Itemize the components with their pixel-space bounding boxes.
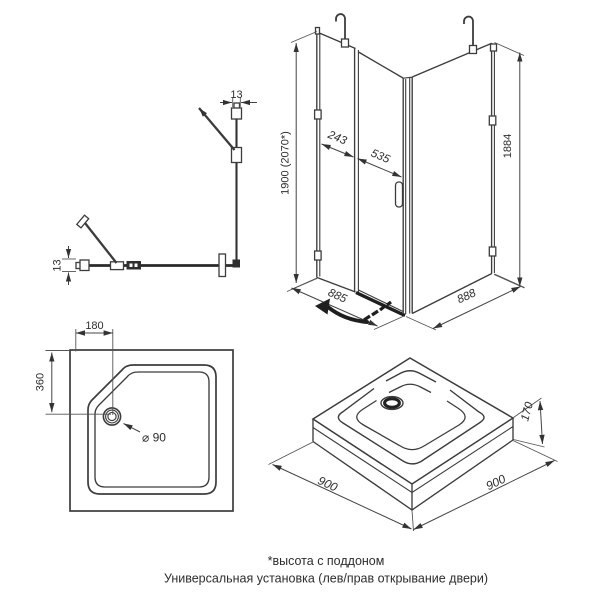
glass-clamp bbox=[313, 250, 322, 261]
drain bbox=[102, 407, 122, 426]
dim-door-width-label: 535 bbox=[369, 147, 392, 166]
tray-iso-drain bbox=[380, 395, 404, 411]
tray-top-face bbox=[311, 357, 515, 485]
dim-tray-height-label: 170 bbox=[519, 400, 536, 422]
plan-door-pivot-profile bbox=[218, 253, 227, 278]
door-handle bbox=[394, 181, 404, 208]
plan-hinge-slit bbox=[129, 263, 133, 267]
tray-outline bbox=[69, 349, 234, 512]
height-footnote: *высота с поддоном bbox=[268, 554, 385, 568]
dimension-wall-888: 888 bbox=[405, 274, 525, 331]
plan-dimension-left-13: 13 bbox=[52, 246, 76, 285]
dim-drain-diameter-label: ⌀ 90 bbox=[142, 431, 166, 445]
top-corner-clamp bbox=[489, 43, 498, 52]
plan-dim-top-label: 13 bbox=[230, 89, 242, 101]
dimension-height-1900: 1900 (2070*) bbox=[280, 31, 318, 290]
plan-support-bar-left bbox=[84, 222, 118, 264]
tray-iso-inner-rim bbox=[337, 370, 485, 465]
glass-clamp bbox=[488, 115, 497, 126]
door-sill bbox=[355, 290, 406, 318]
plan-left-profile bbox=[79, 259, 90, 272]
dim-height-total-label: 1900 (2070*) bbox=[280, 131, 292, 195]
dimension-fixed-243: 243 bbox=[321, 129, 354, 158]
plan-dimension-top-13: 13 bbox=[220, 89, 257, 107]
wall-bracket-right bbox=[463, 15, 478, 55]
plan-top-profile bbox=[230, 107, 243, 120]
fixed-side-panel bbox=[313, 26, 356, 293]
universal-installation-footnote: Универсальная установка (лев/прав открыв… bbox=[164, 572, 488, 586]
dim-fixed-panel-label: 243 bbox=[325, 129, 349, 148]
footnotes: *высота с поддоном Универсальная установ… bbox=[164, 554, 488, 586]
hinge-post bbox=[353, 48, 359, 293]
door-swing-arrow bbox=[315, 298, 392, 324]
dimension-height-1884: 1884 bbox=[494, 42, 525, 288]
tray-iso-view: 170 900 900 bbox=[268, 357, 558, 532]
tray-rim-seam bbox=[312, 426, 514, 494]
dimension-tray-height-170: 170 bbox=[513, 397, 545, 448]
enclosure-iso-view: 1900 (2070*) 243 535 1884 885 888 bbox=[280, 13, 525, 331]
tray-plan-view: 180 360 ⌀ 90 bbox=[35, 320, 234, 512]
wall-bracket-left bbox=[335, 13, 350, 48]
top-corner-pin bbox=[314, 26, 321, 35]
dim-drain-y-label: 360 bbox=[35, 373, 47, 391]
dim-tray-width-right-label: 900 bbox=[484, 472, 508, 494]
plan-support-joint bbox=[230, 146, 243, 164]
tray-inner-rim bbox=[87, 364, 217, 495]
tray-base-bottom bbox=[312, 439, 514, 511]
right-side-panel bbox=[411, 42, 498, 315]
plan-support-bar-right bbox=[198, 107, 236, 151]
plan-hinge-slit bbox=[134, 263, 138, 267]
corner-post bbox=[402, 76, 413, 314]
dimension-drain-diameter: ⌀ 90 bbox=[123, 423, 166, 445]
tray-iso-basin bbox=[356, 383, 466, 451]
plan-corner-joint bbox=[232, 259, 240, 268]
dimension-tray-900-left: 900 bbox=[268, 441, 412, 530]
dimension-drain-360: 360 bbox=[35, 350, 111, 415]
tray-basin-edge bbox=[94, 371, 210, 488]
corner-plan-view: 13 13 bbox=[52, 89, 257, 285]
dimension-drain-180: 180 bbox=[75, 320, 114, 415]
plan-support-connector bbox=[109, 261, 125, 271]
dimension-door-535: 535 bbox=[357, 147, 402, 178]
plan-wall-bracket bbox=[75, 214, 90, 229]
dim-tray-width-left-label: 900 bbox=[316, 473, 340, 494]
dimension-tray-900-right: 900 bbox=[411, 440, 558, 532]
plan-dim-left-label: 13 bbox=[52, 259, 64, 271]
glass-clamp bbox=[488, 246, 497, 257]
plan-hinge-block bbox=[126, 261, 141, 270]
swing-arrowhead bbox=[315, 298, 330, 315]
dim-side-height-label: 1884 bbox=[502, 134, 514, 158]
glass-clamp bbox=[313, 109, 322, 120]
dim-left-wall-label: 885 bbox=[326, 287, 349, 306]
dim-drain-x-label: 180 bbox=[85, 320, 103, 332]
door-panel bbox=[355, 51, 406, 318]
